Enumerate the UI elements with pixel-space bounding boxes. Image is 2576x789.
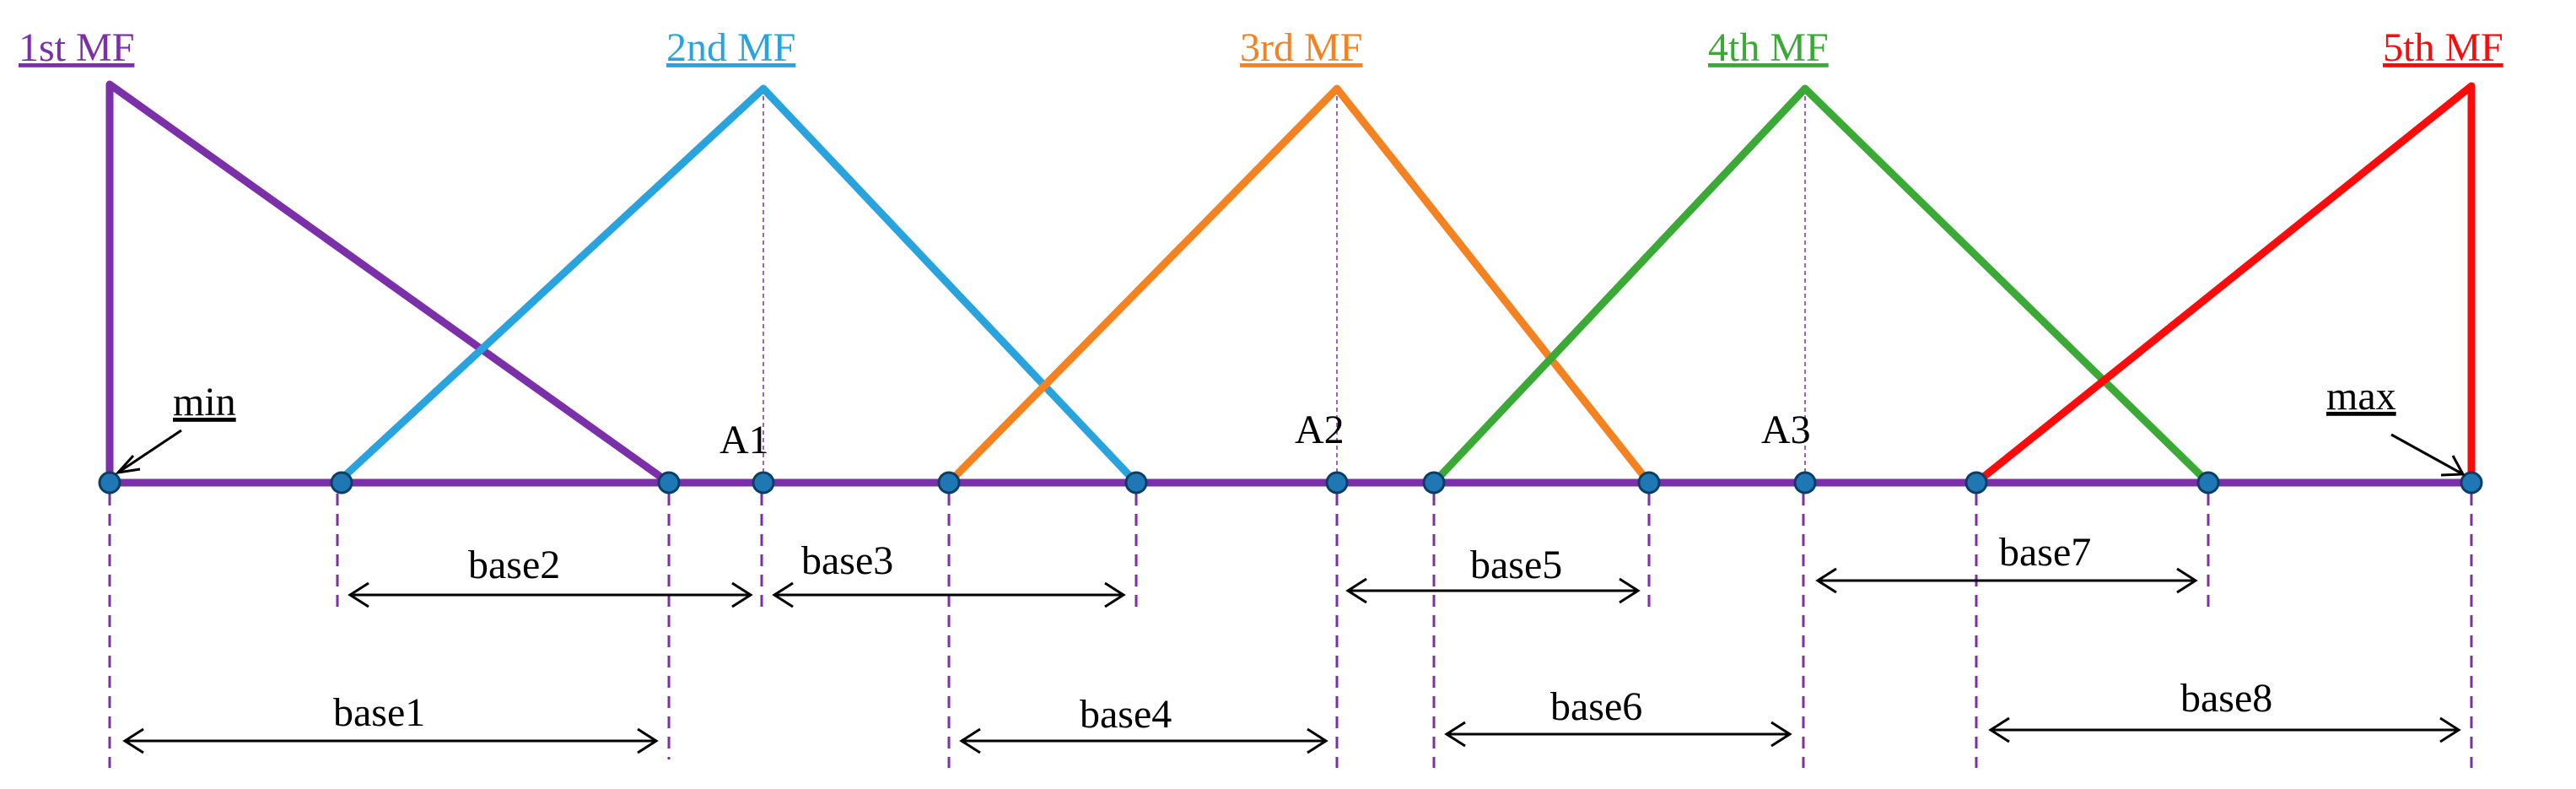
base4-arrowhead-right: [1307, 727, 1328, 754]
max-label: max: [2326, 374, 2396, 419]
base8-label: base8: [2180, 676, 2272, 721]
node-a1: [752, 471, 775, 494]
base7-label: base7: [1999, 530, 2091, 575]
base4-label: base4: [1080, 692, 1172, 737]
node-min: [98, 471, 121, 494]
base5-arrowhead-right: [1619, 577, 1641, 604]
base1-arrowhead-left: [122, 727, 144, 754]
base1-arrowhead-right: [637, 727, 659, 754]
a2-label: A2: [1295, 408, 1345, 452]
mf4-line: [1431, 84, 2212, 486]
mf2-label: 2nd MF: [666, 25, 795, 70]
node-mf1-end: [657, 471, 681, 494]
node-max: [2460, 471, 2483, 494]
min-pointer-arrowhead: [115, 454, 141, 475]
base3-arrowhead-left: [772, 581, 794, 608]
base6-label: base6: [1550, 684, 1642, 729]
node-mf4-end: [2196, 471, 2220, 494]
a1-label: A1: [719, 418, 769, 462]
a3-label: A3: [1761, 408, 1811, 452]
node-mf4-start: [1422, 471, 1446, 494]
node-mf5-start: [1964, 471, 1988, 494]
node-a2: [1325, 471, 1349, 494]
node-mf2-start: [330, 471, 353, 494]
mf3-label: 3rd MF: [1240, 25, 1362, 70]
apex-guides: [763, 89, 1806, 481]
base2-label: base2: [468, 543, 560, 587]
dashed-guides: [108, 494, 2473, 768]
base7-arrowhead-right: [2176, 567, 2198, 594]
base4-arrowhead-left: [959, 727, 981, 754]
mf4-label: 4th MF: [1708, 25, 1829, 70]
node-mf2-end: [1124, 471, 1148, 494]
mf5-line: [1974, 82, 2476, 486]
base1-label: base1: [333, 690, 425, 735]
base7-arrowhead-left: [1815, 567, 1837, 594]
base8-arrowhead-right: [2439, 716, 2461, 743]
axis-nodes: [98, 471, 2483, 494]
mf3-line: [946, 84, 1652, 486]
node-mf3-end: [1637, 471, 1661, 494]
min-pointer-arrow: [117, 429, 182, 474]
max-pointer-arrow: [2390, 433, 2464, 476]
min-label: min: [173, 380, 236, 424]
base2-arrowhead-left: [348, 581, 369, 608]
node-mf3-start: [937, 471, 961, 494]
base5-arrowhead-left: [1345, 577, 1367, 604]
base6-arrowhead-right: [1770, 721, 1792, 748]
base5-label: base5: [1470, 543, 1562, 587]
base6-arrowhead-left: [1444, 721, 1466, 748]
base3-arrowhead-right: [1104, 581, 1126, 608]
base-spans: base1 base2 base3 base4 base5 base6 base…: [122, 530, 2461, 754]
mf5-label: 5th MF: [2383, 25, 2503, 70]
max-pointer-arrowhead: [2440, 455, 2466, 477]
base2-arrowhead-right: [731, 581, 753, 608]
base8-arrowhead-left: [1988, 716, 2010, 743]
mf2-line: [334, 84, 1140, 486]
base3-label: base3: [801, 538, 893, 583]
node-a3: [1793, 471, 1817, 494]
mf1-label: 1st MF: [19, 25, 134, 70]
